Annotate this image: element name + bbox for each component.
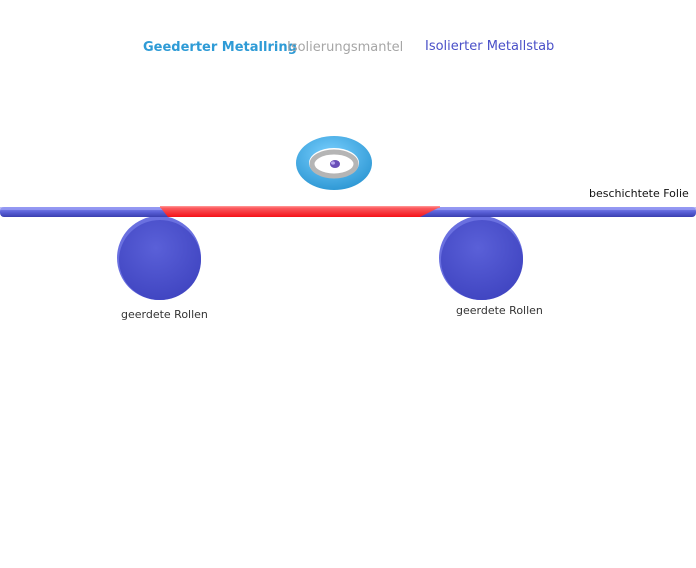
label-insulated-metal-rod: Isolierter Metallstab (425, 39, 555, 54)
electrode-assembly (296, 136, 372, 190)
roller-left (117, 216, 201, 300)
roller-right (439, 216, 523, 300)
label-coated-film: beschichtete Folie (589, 187, 689, 200)
label-roller-right: geerdete Rollen (456, 304, 543, 317)
charged-region (160, 206, 440, 217)
label-roller-left: geerdete Rollen (121, 308, 208, 321)
label-grounded-metal-ring: Geederter Metallring (143, 40, 297, 55)
label-insulation-sleeve: Isolierungsmantel (287, 40, 404, 55)
insulation-sleeve (309, 149, 359, 179)
